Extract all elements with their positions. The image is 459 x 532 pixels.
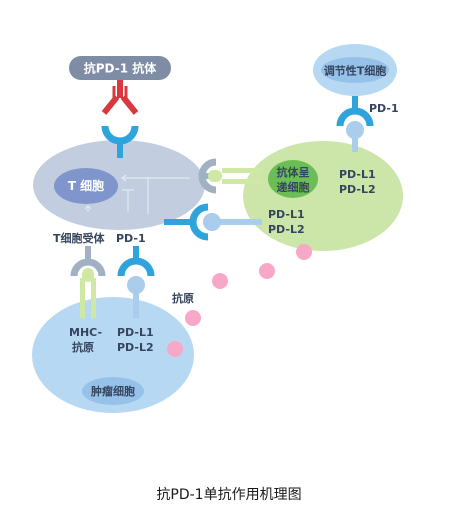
- t-cell-label: T 细胞: [68, 178, 104, 193]
- t-cell-pd1-to-tumor: [117, 246, 155, 277]
- tumor-cell-label: 肿瘤细胞: [91, 384, 135, 398]
- tumor-pdl-ligand: [127, 276, 145, 318]
- apc-mid-pdl1-label: PD-L1: [268, 208, 305, 221]
- apc-mhc-antigen: [208, 168, 262, 184]
- apc-top-pdl-ligand: [346, 121, 364, 152]
- t-cell-pd1-to-apc: [164, 203, 209, 241]
- antibody-label-pill: 抗PD-1 抗体: [69, 56, 171, 80]
- treg-label: 调节性T细胞: [324, 64, 387, 78]
- tumor-pdl2-label: PD-L2: [117, 341, 154, 354]
- t-cell-signal-arrows: [84, 174, 190, 214]
- tumor-mhc-label-line1: MHC-: [69, 326, 102, 339]
- figure-caption: 抗PD-1单抗作用机理图: [156, 487, 301, 503]
- t-cell-pd1-label: PD-1: [116, 232, 146, 245]
- treg-cell: 调节性T细胞: [313, 44, 397, 96]
- antigen-dot-icon: [167, 244, 312, 357]
- apc-label-line2: 递细胞: [277, 180, 310, 194]
- t-cell-top-pd1: [101, 125, 139, 158]
- apc-top-pdl1-label: PD-L1: [339, 168, 376, 181]
- apc-label-line1: 抗体呈: [277, 165, 310, 179]
- t-cell: T 细胞: [33, 140, 205, 230]
- apc-mid-pdl-ligand: [203, 213, 262, 231]
- treg-pd1-label: PD-1: [369, 102, 399, 115]
- treg-pd1-receptor: [336, 96, 374, 127]
- apc-cell: 抗体呈 递细胞: [243, 141, 403, 251]
- tumor-mhc-label-line2: 抗原: [72, 340, 94, 354]
- antigen-label: 抗原: [172, 291, 194, 305]
- tumor-cell: 肿瘤细胞: [32, 297, 194, 413]
- tcr-tumor-gray-receptor: [70, 246, 106, 277]
- tumor-pdl1-label: PD-L1: [117, 326, 154, 339]
- t-cell-receptor-label: T细胞受体: [53, 231, 106, 245]
- apc-top-pdl2-label: PD-L2: [339, 183, 376, 196]
- tumor-mhc-antigen: [80, 268, 96, 318]
- apc-mid-pdl2-label: PD-L2: [268, 223, 305, 236]
- antibody-y-icon: [101, 80, 139, 115]
- antibody-label: 抗PD-1 抗体: [84, 61, 157, 76]
